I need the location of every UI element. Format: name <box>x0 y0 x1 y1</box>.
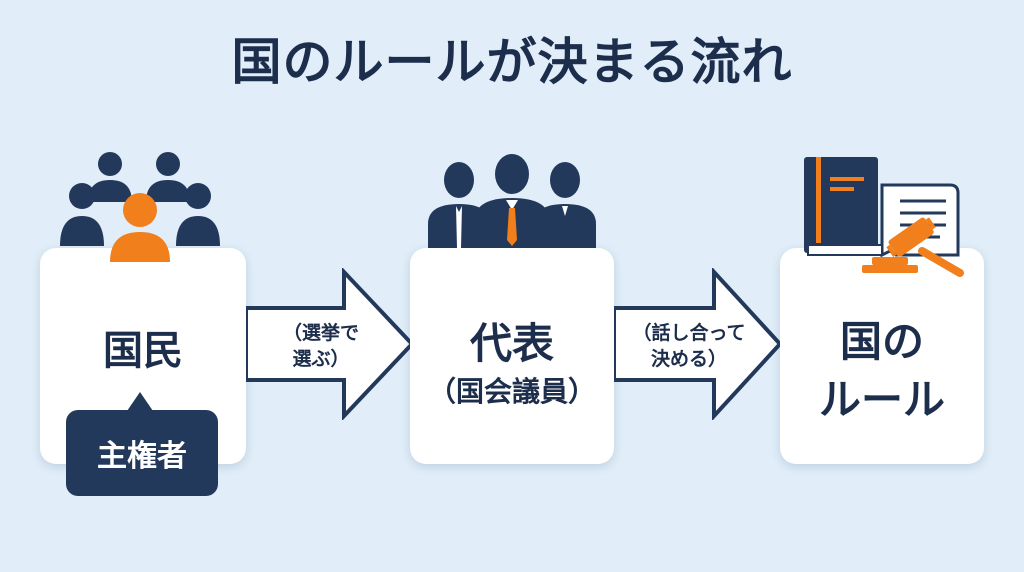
arrow-label-discuss-line1: （話し合って <box>632 322 746 344</box>
step-label-citizens: 国民 <box>103 328 183 374</box>
representatives-icon <box>428 154 596 248</box>
arrow-label-elect: （選挙で 選ぶ） <box>256 320 386 372</box>
step-card-representatives: 代表 （国会議員） <box>410 248 614 464</box>
arrow-right-icon <box>246 268 415 420</box>
arrow-label-discuss-line2: 決める） <box>650 348 727 370</box>
step-label-national-rules-line1: 国の <box>839 317 924 366</box>
people-group-icon <box>60 152 220 262</box>
step-card-national-rules: 国の ルール <box>780 248 984 464</box>
step-label-representatives: 代表 <box>469 319 554 368</box>
sovereign-badge: 主権者 <box>66 410 218 496</box>
sovereign-badge-label: 主権者 <box>97 439 187 474</box>
law-book-gavel-icon <box>804 157 964 277</box>
diagram-title: 国のルールが決まる流れ <box>231 33 793 91</box>
arrow-label-elect-line1: （選挙で <box>282 322 359 344</box>
arrow-label-discuss: （話し合って 決める） <box>614 320 764 372</box>
step-label-national-rules-line2: ルール <box>818 375 945 424</box>
arrow-right-icon <box>614 268 783 420</box>
badge-pointer <box>127 392 153 411</box>
step-sublabel-representatives: （国会議員） <box>427 375 596 408</box>
arrow-label-elect-line2: 選ぶ） <box>292 348 350 370</box>
